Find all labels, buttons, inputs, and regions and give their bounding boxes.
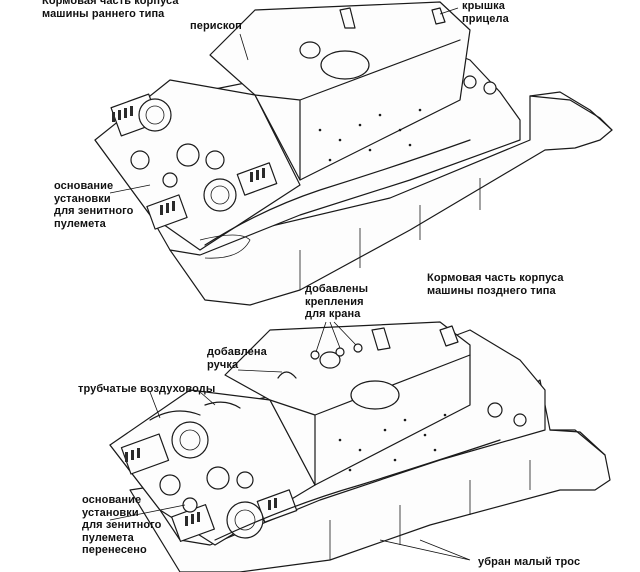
label-small-cable-removed: убран малый трос bbox=[478, 556, 581, 568]
label-periscope: перископ bbox=[190, 20, 242, 32]
late-hull-drawing bbox=[109, 321, 611, 572]
label-tubular-ducts: трубчатые воздуховоды bbox=[78, 383, 216, 395]
label-aa-mount-early: основание установки для зенитного пулеме… bbox=[54, 180, 134, 230]
label-handle-added: добавлена ручка bbox=[207, 346, 267, 371]
label-sight-cover: крышка прицела bbox=[462, 0, 509, 25]
label-late-stern: Кормовая часть корпуса машины позднего т… bbox=[427, 272, 564, 297]
label-aa-mount-moved: основание установки для зенитного пулеме… bbox=[82, 494, 162, 556]
label-crane-mounts: добавлены крепления для крана bbox=[305, 283, 369, 320]
leader-lines bbox=[109, 7, 471, 561]
label-early-stern: Кормовая часть корпуса машины раннего ти… bbox=[42, 0, 179, 20]
early-hull-drawing bbox=[94, 1, 613, 306]
